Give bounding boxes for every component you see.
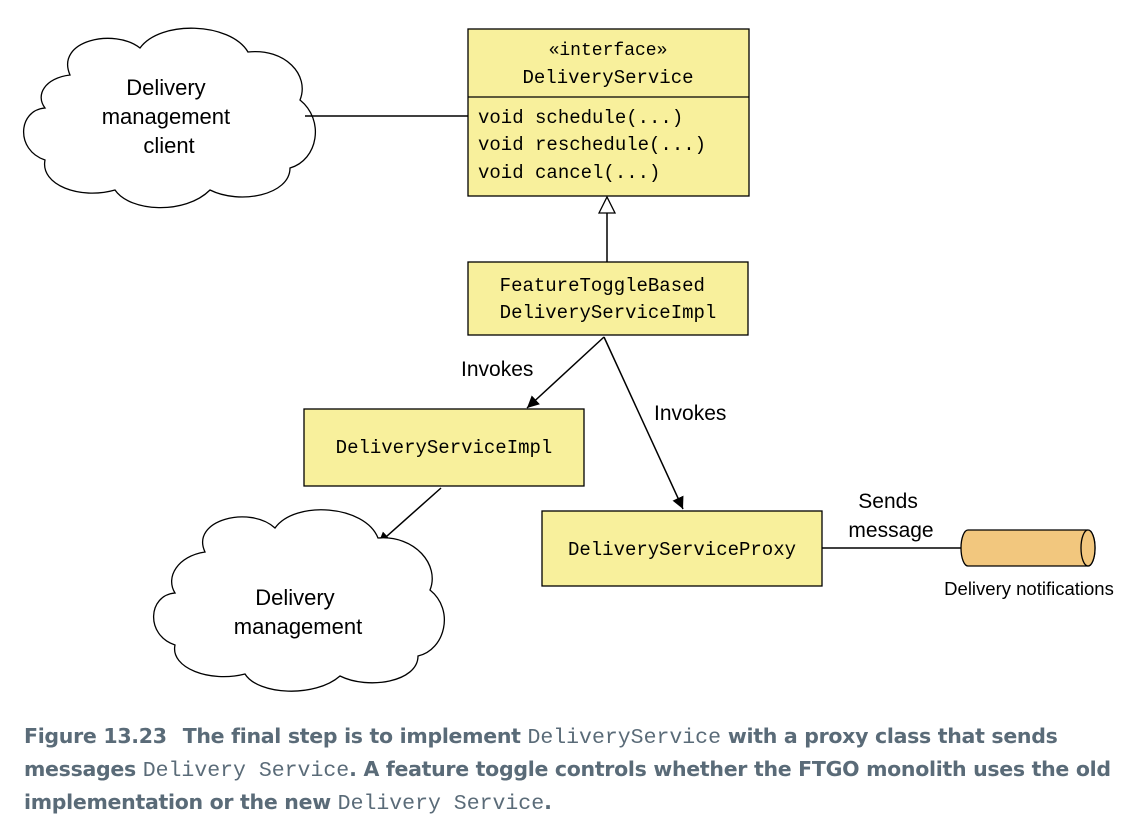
interface-box-shape bbox=[467, 28, 750, 197]
caption-code-3: Delivery Service bbox=[337, 792, 545, 816]
invokes-impl-arrow bbox=[526, 336, 605, 409]
impl-box-shape bbox=[303, 408, 585, 487]
implements-arrow bbox=[597, 195, 617, 262]
caption-code-1: DeliveryService bbox=[527, 726, 721, 750]
toggle-box-line-2: DeliveryServiceImpl bbox=[500, 302, 717, 324]
delivery-service-proxy-box: DeliveryServiceProxy bbox=[541, 510, 823, 587]
method-cancel: void cancel(...) bbox=[478, 162, 660, 184]
figure-caption: Figure 13.23 The final step is to impleme… bbox=[24, 721, 1134, 820]
hollow-triangle-head bbox=[597, 195, 617, 214]
feature-toggle-impl-box: FeatureToggleBased DeliveryServiceImpl bbox=[467, 261, 749, 336]
delivery-management-cloud: Delivery management bbox=[152, 509, 445, 692]
proxy-box-label: DeliveryServiceProxy bbox=[568, 539, 796, 561]
invokes-proxy-arrow bbox=[603, 336, 684, 510]
proxy-box-shape bbox=[541, 510, 823, 587]
sends-message-label: Sends message bbox=[848, 490, 933, 542]
method-schedule: void schedule(...) bbox=[478, 107, 683, 129]
delivery-management-client-cloud: Delivery management client bbox=[22, 27, 316, 209]
impl-box-label: DeliveryServiceImpl bbox=[336, 437, 553, 459]
delivery-service-interface-box: «interface» DeliveryService void schedul… bbox=[467, 28, 750, 197]
invokes-left-label: Invokes bbox=[461, 358, 533, 381]
channel-end-cap bbox=[1080, 529, 1096, 567]
client-cloud-line-1: Delivery bbox=[126, 75, 205, 100]
delivery-notifications-channel-icon bbox=[960, 529, 1096, 567]
toggle-box-line-1: FeatureToggleBased bbox=[500, 275, 705, 297]
caption-text-3: . A feature toggle controls whether the … bbox=[24, 757, 1111, 814]
invokes-right-label: Invokes bbox=[654, 402, 726, 425]
method-reschedule: void reschedule(...) bbox=[478, 134, 706, 156]
toggle-box-shape bbox=[467, 261, 749, 336]
cloud-shape bbox=[152, 509, 445, 692]
figure-number: Figure 13.23 bbox=[24, 724, 167, 748]
delivery-cloud-line-2: management bbox=[234, 614, 362, 639]
channel-label: Delivery notifications bbox=[944, 578, 1114, 599]
channel-body bbox=[960, 529, 1096, 567]
architecture-diagram: Delivery management client «interface» D… bbox=[22, 27, 1114, 692]
caption-code-2: Delivery Service bbox=[142, 759, 350, 783]
client-cloud-label: Delivery management client bbox=[102, 75, 237, 158]
interface-name: DeliveryService bbox=[522, 67, 693, 89]
client-cloud-line-2: management bbox=[102, 104, 230, 129]
impl-to-cloud-arrow bbox=[377, 487, 442, 545]
cloud-shape bbox=[22, 27, 316, 209]
caption-text-2: with a proxy class that sends messages bbox=[24, 724, 1058, 781]
delivery-cloud-label: Delivery management bbox=[234, 585, 362, 639]
interface-stereotype: «interface» bbox=[549, 41, 668, 61]
caption-text-4: . bbox=[544, 790, 552, 814]
delivery-cloud-line-1: Delivery bbox=[255, 585, 334, 610]
delivery-service-impl-box: DeliveryServiceImpl bbox=[303, 408, 585, 487]
client-cloud-line-3: client bbox=[143, 133, 194, 158]
sends-message-line-1: Sends bbox=[858, 490, 918, 513]
toggle-box-label: FeatureToggleBased DeliveryServiceImpl bbox=[500, 275, 717, 324]
sends-message-line-2: message bbox=[848, 519, 933, 542]
caption-text-1: The final step is to implement bbox=[182, 724, 528, 748]
